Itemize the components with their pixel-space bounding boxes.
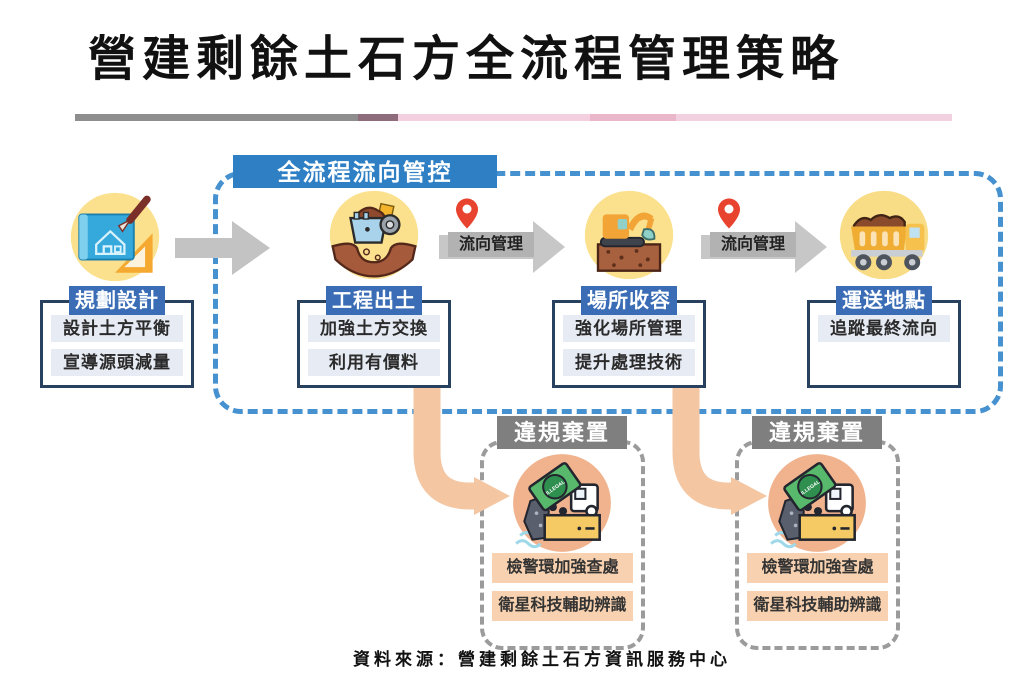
node-header-planning: 規劃設計 bbox=[69, 286, 165, 317]
flow-management-group-1: 流向管理 bbox=[437, 197, 567, 273]
flow-management-group-2: 流向管理 bbox=[699, 197, 829, 273]
node-item: 宣導源頭減量 bbox=[51, 349, 183, 376]
flow-control-frame bbox=[213, 171, 1003, 414]
illegal-dumping-icon: ILLEGAL bbox=[768, 454, 866, 552]
violation-header-2: 違規棄置 bbox=[752, 416, 882, 449]
blueprint-icon bbox=[70, 192, 160, 282]
dump-truck-icon bbox=[839, 190, 929, 280]
node-header-destination: 運送地點 bbox=[836, 286, 932, 317]
node-item: 強化場所管理 bbox=[563, 315, 695, 342]
flow-control-banner: 全流程流向管控 bbox=[233, 155, 497, 188]
node-header-excavation: 工程出土 bbox=[326, 286, 422, 317]
page-title: 營建剩餘土石方全流程管理策略 bbox=[88, 33, 845, 86]
violation-item: 衛星科技輔助辨識 bbox=[492, 591, 633, 621]
excavation-icon bbox=[329, 190, 419, 280]
flow-management-label: 流向管理 bbox=[448, 232, 534, 257]
location-pin-icon bbox=[718, 198, 740, 229]
node-header-containment: 場所收容 bbox=[581, 286, 677, 317]
node-item: 加強土方交換 bbox=[308, 315, 440, 342]
violation-header-1: 違規棄置 bbox=[497, 416, 627, 449]
right-arrow-icon bbox=[175, 221, 270, 275]
location-pin-icon bbox=[456, 198, 478, 229]
violation-item: 衛星科技輔助辨識 bbox=[747, 591, 888, 621]
node-item: 追蹤最終流向 bbox=[818, 315, 950, 342]
node-item: 提升處理技術 bbox=[563, 349, 695, 376]
violation-item: 檢警環加強查處 bbox=[747, 553, 888, 583]
node-item: 設計土方平衡 bbox=[51, 315, 183, 342]
illegal-dumping-icon: ILLEGAL bbox=[513, 454, 611, 552]
title-underline bbox=[75, 114, 952, 121]
flow-management-label: 流向管理 bbox=[710, 232, 796, 257]
excavator-icon bbox=[584, 190, 674, 280]
data-source-caption: 資料來源：營建剩餘土石方資訊服務中心 bbox=[353, 650, 731, 670]
violation-item: 檢警環加強查處 bbox=[492, 553, 633, 583]
node-item: 利用有價料 bbox=[308, 349, 440, 376]
